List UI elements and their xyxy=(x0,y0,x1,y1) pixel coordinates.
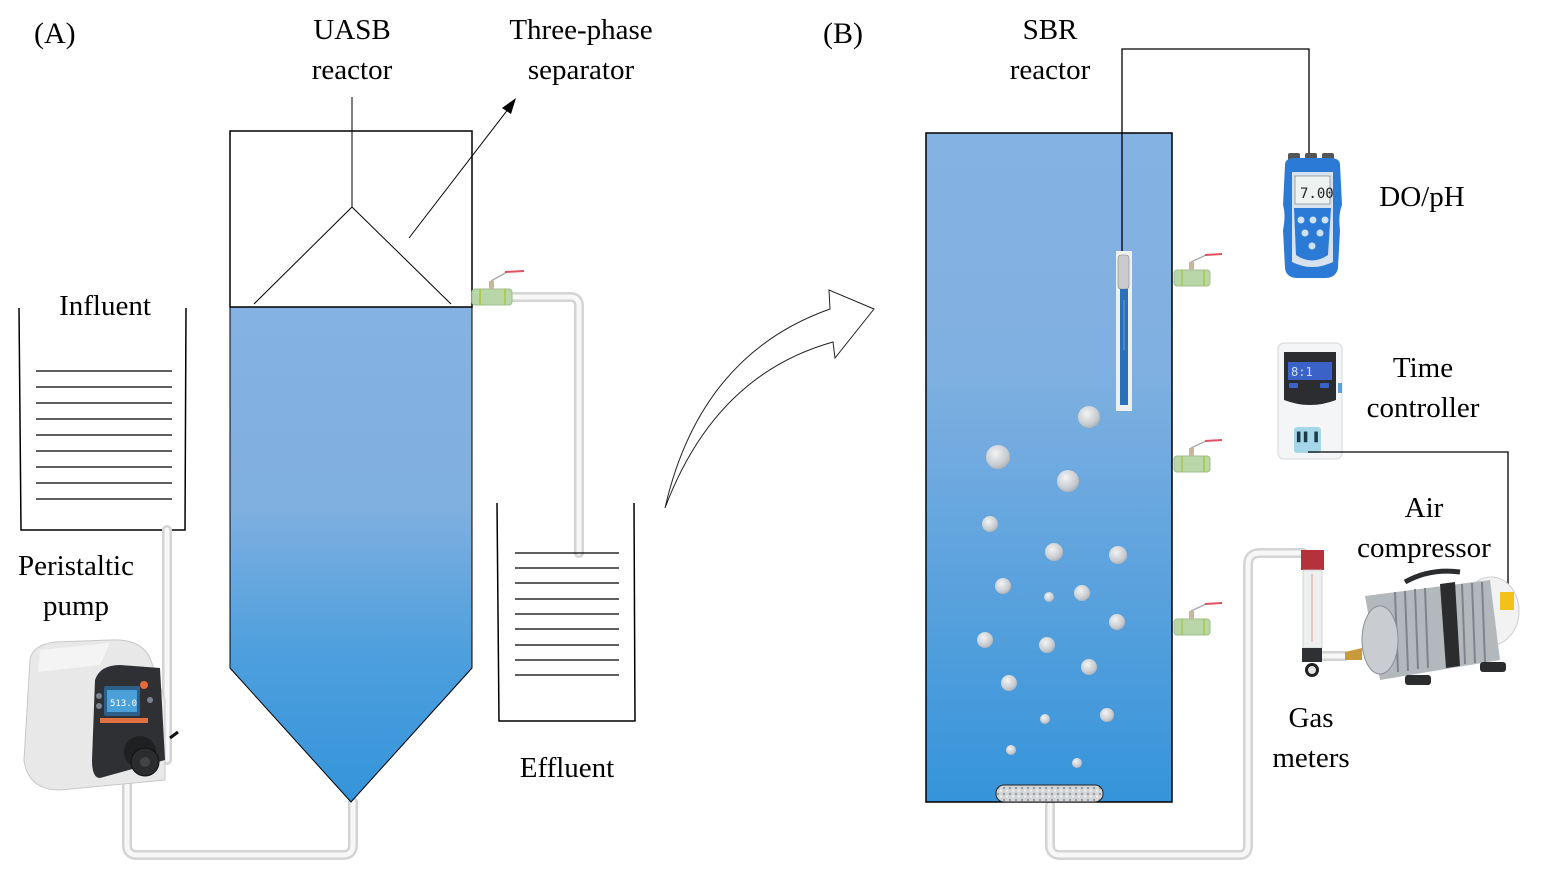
air-bubble xyxy=(1109,546,1127,564)
sbr-sampling-valve-icon xyxy=(1173,253,1223,287)
svg-text:8:1: 8:1 xyxy=(1291,365,1313,379)
influent-pipe xyxy=(122,525,358,860)
effluent-tank xyxy=(496,502,636,722)
air-bubble xyxy=(986,445,1010,469)
air-compressor-icon xyxy=(1345,568,1520,685)
peristaltic-pump-icon: 513.0 xyxy=(23,639,179,791)
svg-text:513.0: 513.0 xyxy=(110,699,137,709)
uasb-reactor xyxy=(229,97,516,803)
three-phase-separator xyxy=(253,97,452,305)
air-bubble xyxy=(1044,592,1054,602)
uasb-title-line-2: reactor xyxy=(311,54,393,86)
sbr-reactor xyxy=(925,132,1173,803)
influent-tank xyxy=(18,307,187,531)
panel-b-label: (B) xyxy=(823,17,863,50)
gas-meters-line-1: Gas xyxy=(1288,702,1334,734)
air-compressor-label: Air compressor xyxy=(1342,488,1506,568)
uasb-reactor-title: UASB reactor xyxy=(292,10,412,90)
gas-flowmeter-icon xyxy=(1301,550,1324,677)
air-bubble xyxy=(1040,714,1050,724)
sbr-title-line-1: SBR xyxy=(1022,14,1078,46)
meter-display: 7.00 xyxy=(1300,186,1334,202)
air-bubbles xyxy=(977,406,1127,768)
air-bubble xyxy=(1045,543,1063,561)
three-phase-separator-title: Three-phase separator xyxy=(495,10,667,90)
uasb-outlet-valve-icon xyxy=(471,270,525,306)
air-supply-pipe xyxy=(1045,548,1350,860)
pump-label-line-1: Peristaltic xyxy=(18,550,134,582)
sbr-sampling-valve-icon xyxy=(1173,602,1223,636)
effluent-pipe xyxy=(505,292,584,558)
air-bubble xyxy=(1057,470,1079,492)
sbr-title-line-2: reactor xyxy=(1009,54,1091,86)
controller-cable xyxy=(1308,451,1509,590)
air-bubble xyxy=(1006,745,1016,755)
pump-label-line-2: pump xyxy=(42,590,110,622)
peristaltic-pump-label: Peristaltic pump xyxy=(4,546,148,626)
time-controller-label: Time controller xyxy=(1350,348,1496,428)
air-bubble xyxy=(977,632,993,648)
svg-text:▌▌▐: ▌▌▐ xyxy=(1296,431,1318,443)
air-bubble xyxy=(982,516,998,532)
effluent-liquid-lines xyxy=(515,552,619,676)
time-controller-line-2: controller xyxy=(1366,392,1480,424)
transition-arrow-icon xyxy=(664,289,875,509)
sbr-reactor-title: SBR reactor xyxy=(990,10,1110,90)
air-bubble xyxy=(1109,614,1125,630)
air-bubble xyxy=(1074,585,1090,601)
air-bubble xyxy=(1001,675,1017,691)
air-compressor-line-2: compressor xyxy=(1357,532,1491,564)
air-bubble xyxy=(995,578,1011,594)
influent-liquid-lines xyxy=(36,370,172,500)
panel-a-label: (A) xyxy=(34,17,76,50)
gas-meters-label: Gas meters xyxy=(1256,698,1366,778)
gas-meters-line-2: meters xyxy=(1272,742,1350,774)
separator-title-line-1: Three-phase xyxy=(509,14,653,46)
air-bubble xyxy=(1078,406,1100,428)
influent-label: Influent xyxy=(59,290,151,322)
separator-title-line-2: separator xyxy=(527,54,635,86)
effluent-label: Effluent xyxy=(519,752,615,784)
air-compressor-line-1: Air xyxy=(1404,492,1444,524)
air-bubble xyxy=(1100,708,1114,722)
do-ph-label: DO/pH xyxy=(1379,181,1465,213)
air-diffuser xyxy=(995,784,1104,803)
uasb-title-line-1: UASB xyxy=(313,14,391,46)
separator-pointer-arrow xyxy=(408,98,516,239)
time-controller-icon: 8:1 ▌▌▐ xyxy=(1277,342,1343,460)
do-ph-meter-icon: 7.00 xyxy=(1283,153,1342,278)
probe-cable xyxy=(1121,48,1310,256)
air-bubble xyxy=(1072,758,1082,768)
time-controller-line-1: Time xyxy=(1392,352,1454,384)
do-ph-probe-icon xyxy=(1116,251,1132,411)
sbr-sampling-valve-icon xyxy=(1173,439,1223,473)
air-bubble xyxy=(1039,637,1055,653)
air-bubble xyxy=(1081,659,1097,675)
